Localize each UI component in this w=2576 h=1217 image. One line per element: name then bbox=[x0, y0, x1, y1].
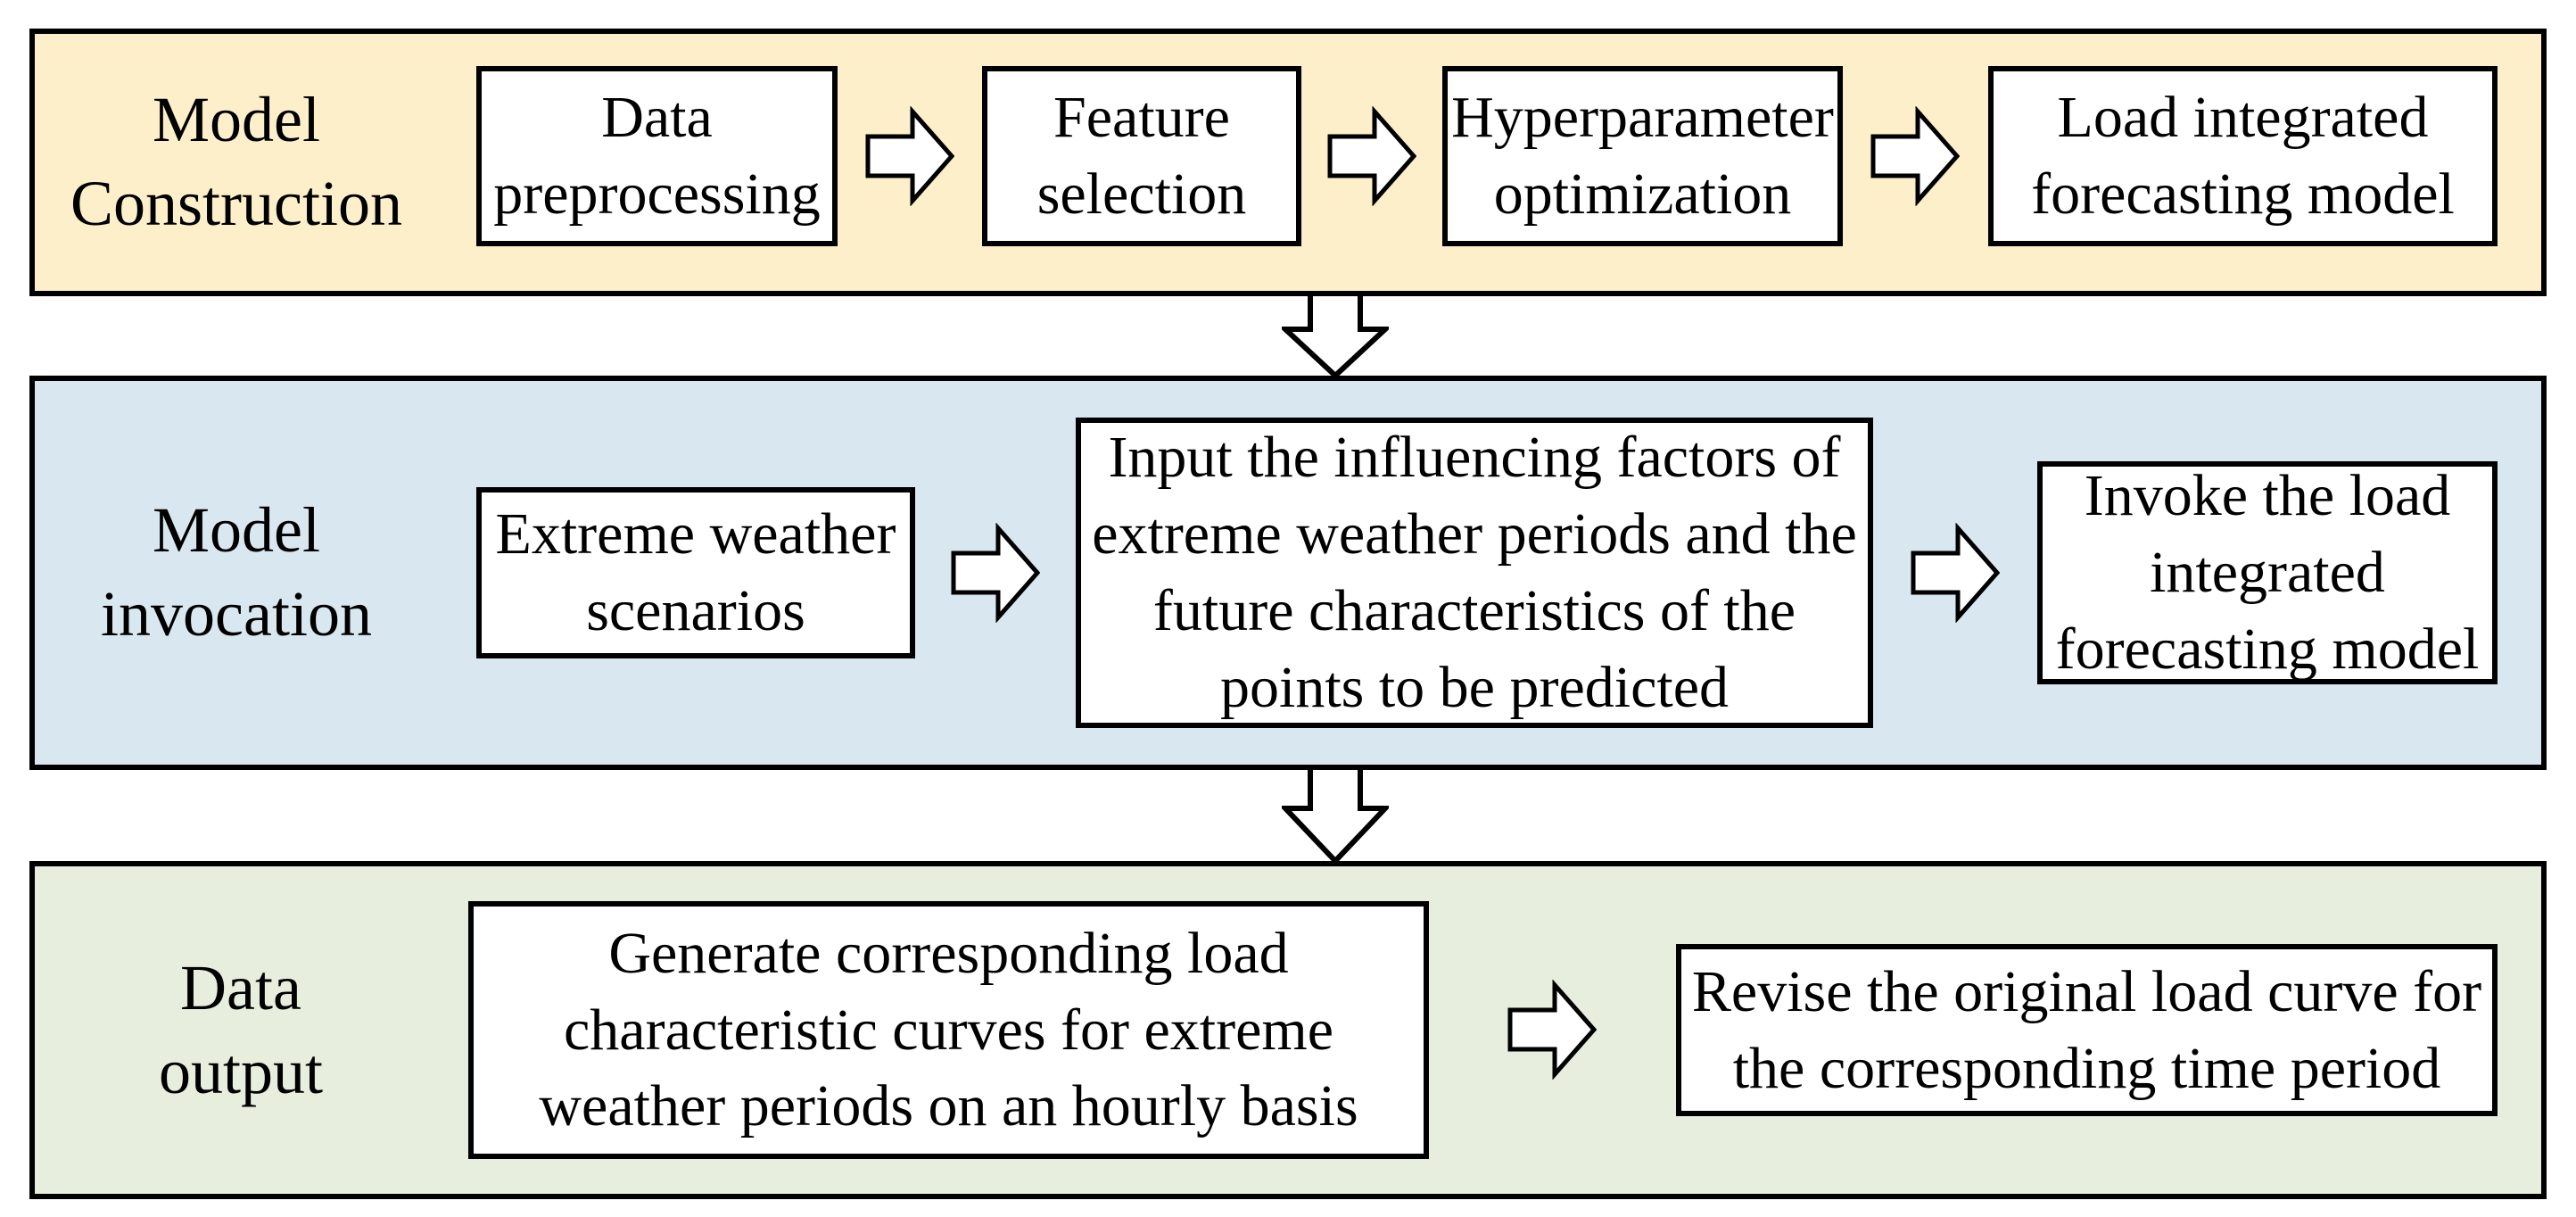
band-label-model-construction: Model Construction bbox=[70, 84, 402, 239]
down-arrow-icon bbox=[1282, 767, 1389, 864]
right-arrow-icon bbox=[1870, 106, 1960, 206]
box-hyperparameter-optimization: Hyperparameter optimization bbox=[1442, 66, 1843, 246]
box-input-influencing-factors: Input the influencing factors of extreme… bbox=[1076, 418, 1873, 728]
box-extreme-weather-scenarios-text: Extreme weather scenarios bbox=[495, 501, 896, 643]
box-input-influencing-factors-text: Input the influencing factors of extreme… bbox=[1092, 425, 1857, 720]
box-data-preprocessing-text: Data preprocessing bbox=[493, 85, 821, 227]
band-label-model-invocation: Model invocation bbox=[101, 494, 372, 650]
band-model-invocation: Model invocation Extreme weather scenari… bbox=[29, 376, 2547, 770]
box-invoke-forecasting-model-text: Invoke the load integrated forecasting m… bbox=[2055, 463, 2480, 682]
box-generate-load-curves: Generate corresponding load characterist… bbox=[468, 901, 1429, 1159]
right-arrow-icon bbox=[1507, 980, 1597, 1080]
band-data-output: Data output Generate corresponding load … bbox=[29, 861, 2547, 1199]
box-feature-selection: Feature selection bbox=[982, 66, 1301, 246]
down-arrow-icon bbox=[1282, 294, 1389, 378]
box-extreme-weather-scenarios: Extreme weather scenarios bbox=[476, 487, 915, 658]
right-arrow-icon bbox=[951, 523, 1040, 623]
right-arrow-icon bbox=[865, 106, 954, 206]
box-hyperparameter-optimization-text: Hyperparameter optimization bbox=[1451, 85, 1834, 227]
right-arrow-icon bbox=[1911, 523, 2000, 623]
box-data-preprocessing: Data preprocessing bbox=[476, 66, 838, 246]
band-model-construction: Model Construction Data preprocessing Fe… bbox=[29, 29, 2547, 296]
box-feature-selection-text: Feature selection bbox=[1036, 85, 1247, 227]
box-load-integrated-forecasting-model-text: Load integrated forecasting model bbox=[2031, 85, 2455, 227]
box-revise-original-load-curve: Revise the original load curve for the c… bbox=[1676, 944, 2498, 1116]
band-label-data-output: Data output bbox=[158, 951, 323, 1107]
box-invoke-forecasting-model: Invoke the load integrated forecasting m… bbox=[2037, 461, 2498, 684]
box-revise-original-load-curve-text: Revise the original load curve for the c… bbox=[1691, 958, 2482, 1101]
box-load-integrated-forecasting-model: Load integrated forecasting model bbox=[1988, 66, 2498, 246]
right-arrow-icon bbox=[1327, 106, 1416, 206]
box-generate-load-curves-text: Generate corresponding load characterist… bbox=[539, 920, 1358, 1139]
